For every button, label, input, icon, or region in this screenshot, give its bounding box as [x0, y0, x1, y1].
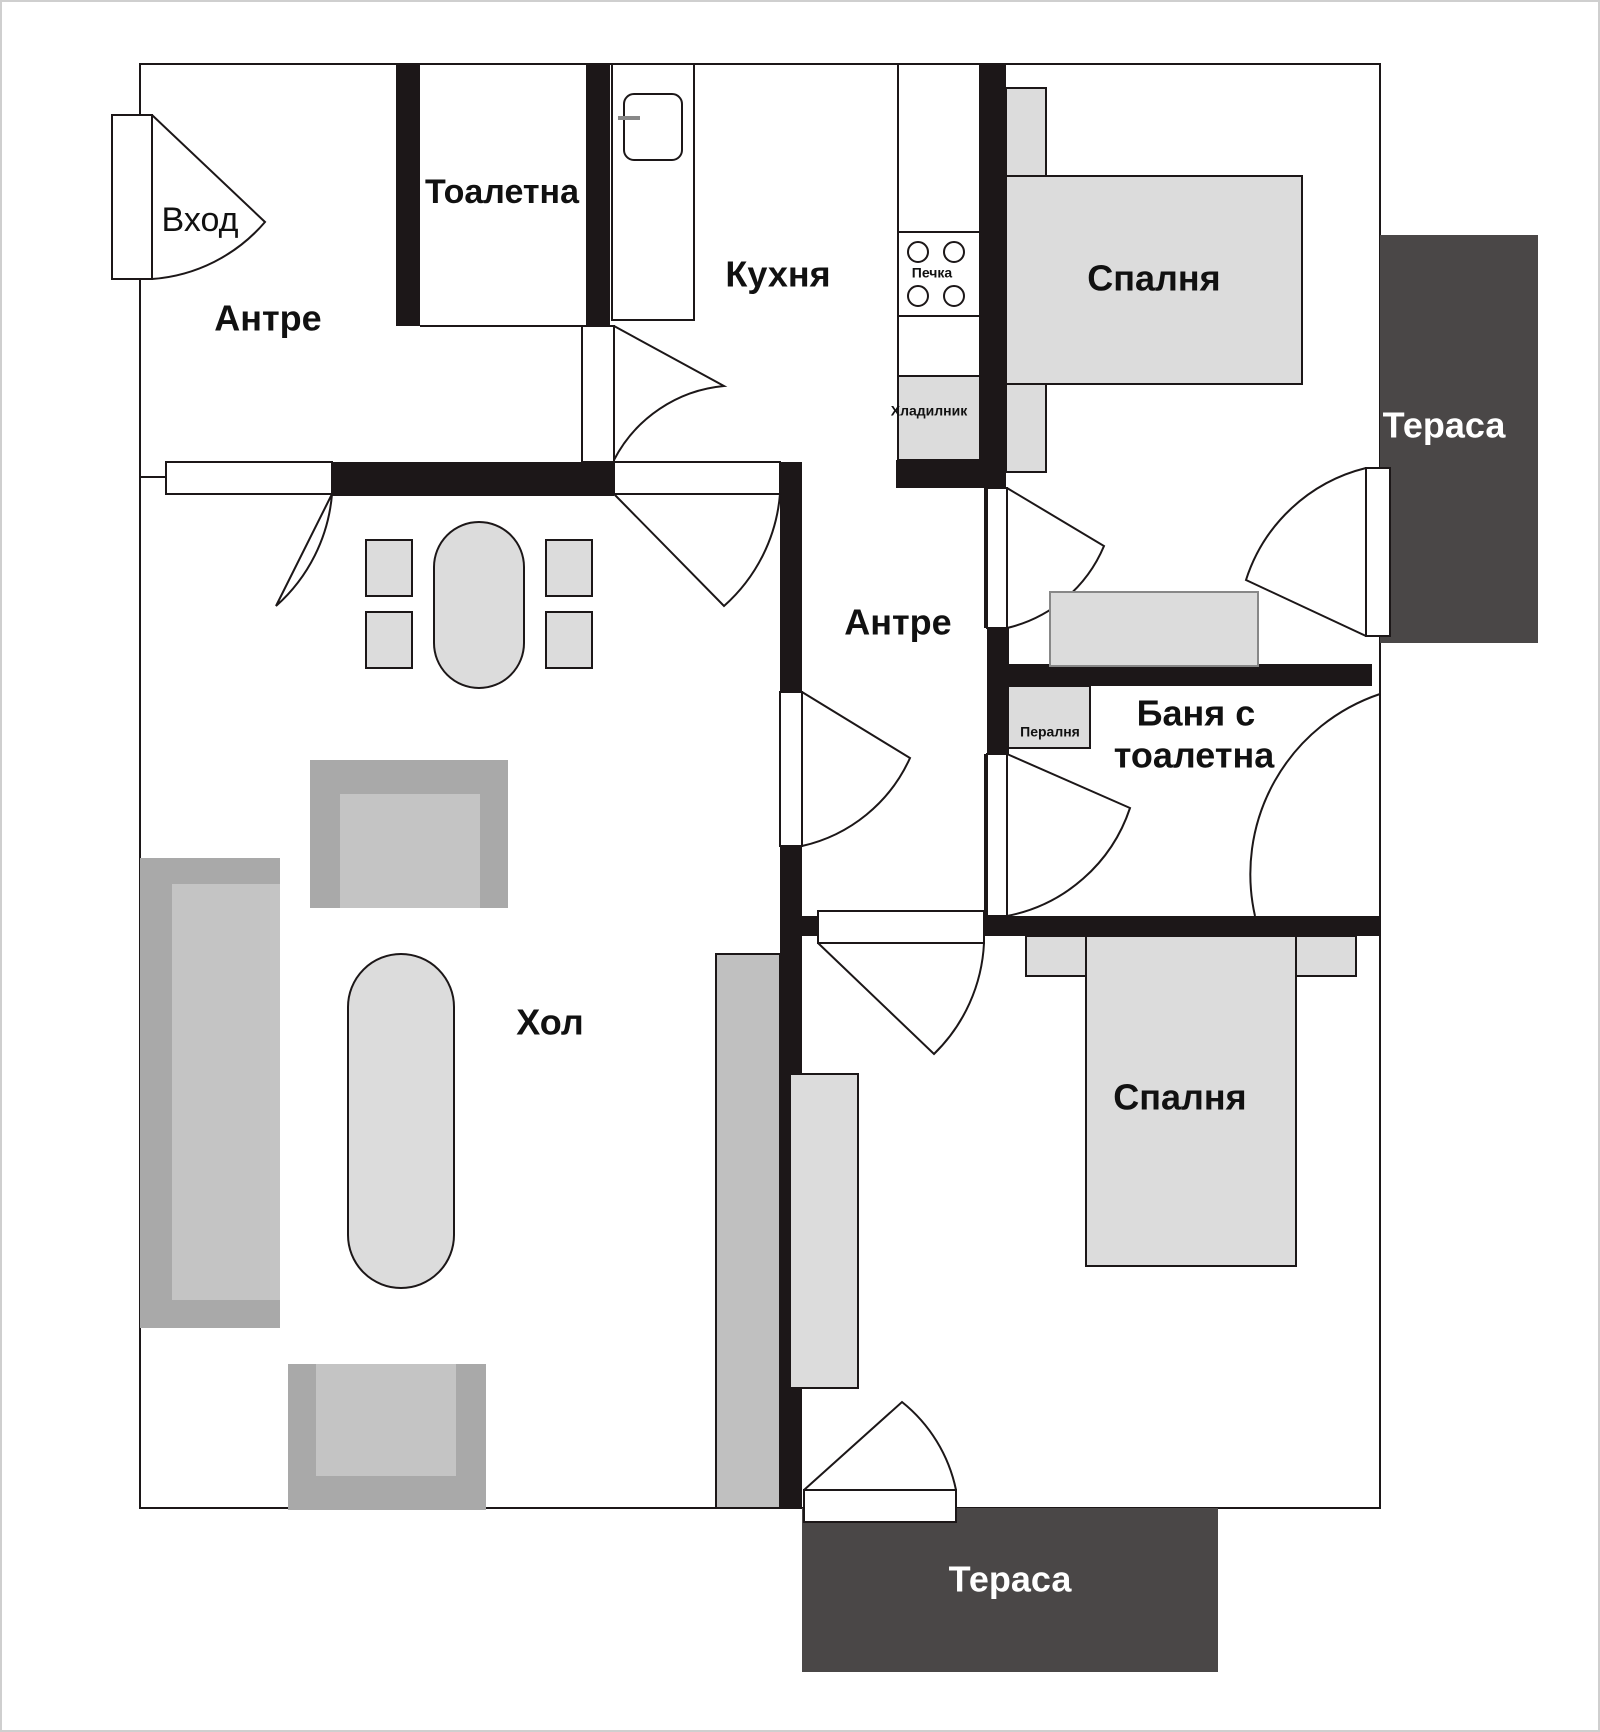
- entry-label: Вход: [162, 201, 239, 239]
- chair: [545, 539, 593, 597]
- terrace-right: [1380, 235, 1538, 643]
- room-label-living: Хол: [516, 1002, 584, 1043]
- room-label-entrance-center: Антре: [844, 602, 951, 643]
- nightstand: [1295, 935, 1357, 977]
- bed: [1005, 175, 1303, 385]
- room-label-kitchen: Кухня: [725, 254, 830, 295]
- room-label-bedroom-bottom: Спалня: [1113, 1077, 1246, 1118]
- door-frames: [111, 114, 1391, 1523]
- nightstand: [1005, 383, 1047, 473]
- door-swings: [151, 114, 1381, 1491]
- fridge: [897, 375, 981, 461]
- interior-walls: [332, 64, 1380, 1508]
- room-label-bathroom-line1: Баня с: [1137, 693, 1256, 734]
- bed: [1085, 935, 1297, 1267]
- room-label-terrace-bottom: Тераса: [949, 1559, 1073, 1600]
- bedroom-top-furniture: [1005, 87, 1303, 667]
- dining-table: [433, 521, 525, 689]
- room-label-toilet: Тоалетна: [425, 173, 580, 211]
- kitchen-cabinet-low: [897, 315, 981, 377]
- sink: [623, 93, 683, 161]
- fixture-label-washer: Пералня: [1020, 724, 1080, 740]
- chair: [365, 539, 413, 597]
- living-furniture: [140, 760, 781, 1510]
- tv-unit: [715, 953, 781, 1509]
- fixture-label-fridge: Хладилник: [891, 403, 968, 419]
- room-label-entrance-left: Антре: [214, 298, 321, 339]
- coffee-table: [347, 953, 455, 1289]
- room-label-bedroom-top: Спалня: [1087, 258, 1220, 299]
- chair: [545, 611, 593, 669]
- chair: [365, 611, 413, 669]
- kitchen-fixtures: [611, 63, 981, 461]
- nightstand: [1025, 935, 1087, 977]
- wardrobe: [789, 1073, 859, 1389]
- dining-set: [365, 521, 593, 689]
- terrace-bottom: [802, 1508, 1218, 1672]
- washing-machine: [1007, 685, 1091, 749]
- kitchen-cabinet: [897, 63, 981, 233]
- wardrobe: [1049, 591, 1259, 667]
- room-label-terrace-right: Тераса: [1383, 405, 1507, 446]
- nightstand: [1005, 87, 1047, 177]
- fixture-label-stove: Печка: [912, 265, 953, 281]
- bedroom-bottom-furniture: [789, 935, 1357, 1389]
- room-label-bathroom-line2: тоалетна: [1114, 735, 1275, 776]
